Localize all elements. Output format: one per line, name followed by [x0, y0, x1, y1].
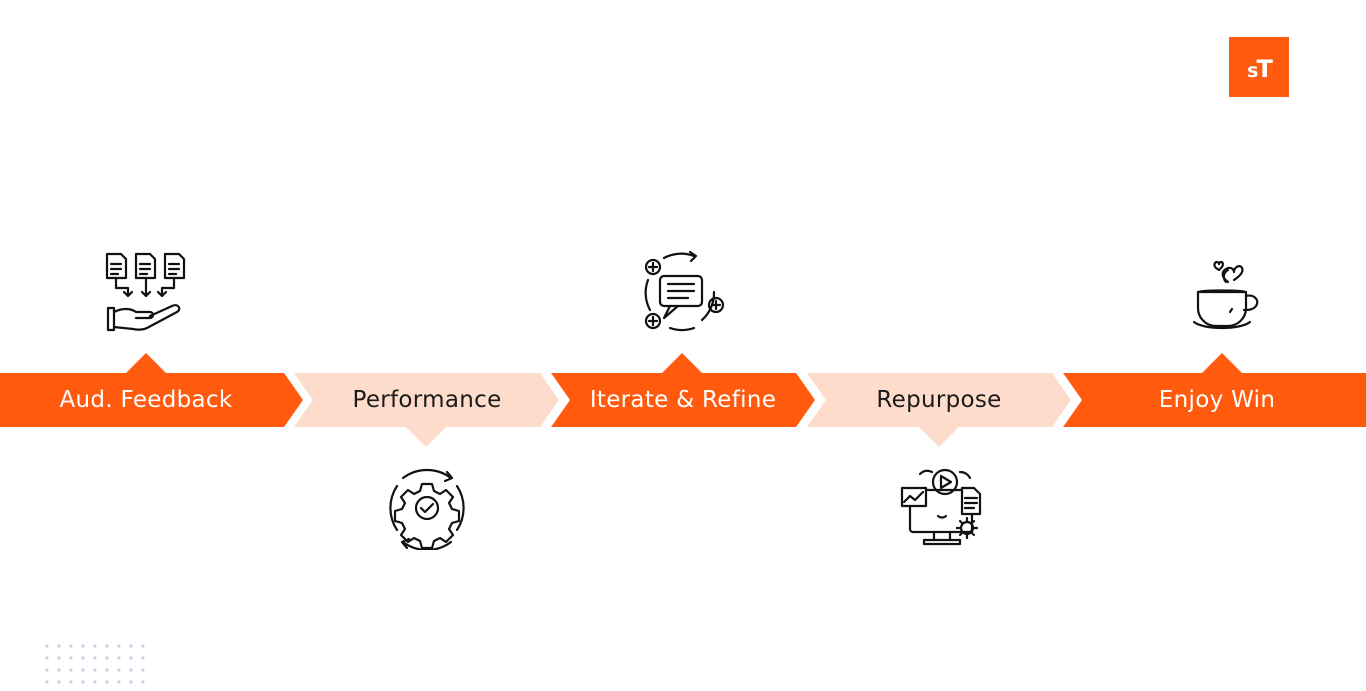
step-5-label: Enjoy Win — [1158, 387, 1276, 413]
step-1-label: Aud. Feedback — [59, 387, 233, 413]
step-2-pointer — [406, 427, 446, 447]
gear-cycle-icon — [389, 468, 465, 550]
step-5-pointer — [1202, 353, 1242, 373]
dot-grid-decoration — [45, 644, 145, 684]
chat-refresh-icon — [644, 250, 724, 332]
step-3-label: Iterate & Refine — [589, 387, 777, 413]
step-1-pointer — [126, 353, 166, 373]
step-2-label: Performance — [352, 387, 502, 413]
monitor-content-icon — [900, 468, 982, 546]
step-4-label: Repurpose — [876, 387, 1002, 413]
documents-to-hand-icon — [105, 252, 186, 332]
step-4-pointer — [919, 427, 959, 447]
step-3-pointer — [662, 353, 702, 373]
brand-logo: sT — [1229, 37, 1289, 97]
coffee-cup-heart-icon — [1192, 260, 1259, 330]
